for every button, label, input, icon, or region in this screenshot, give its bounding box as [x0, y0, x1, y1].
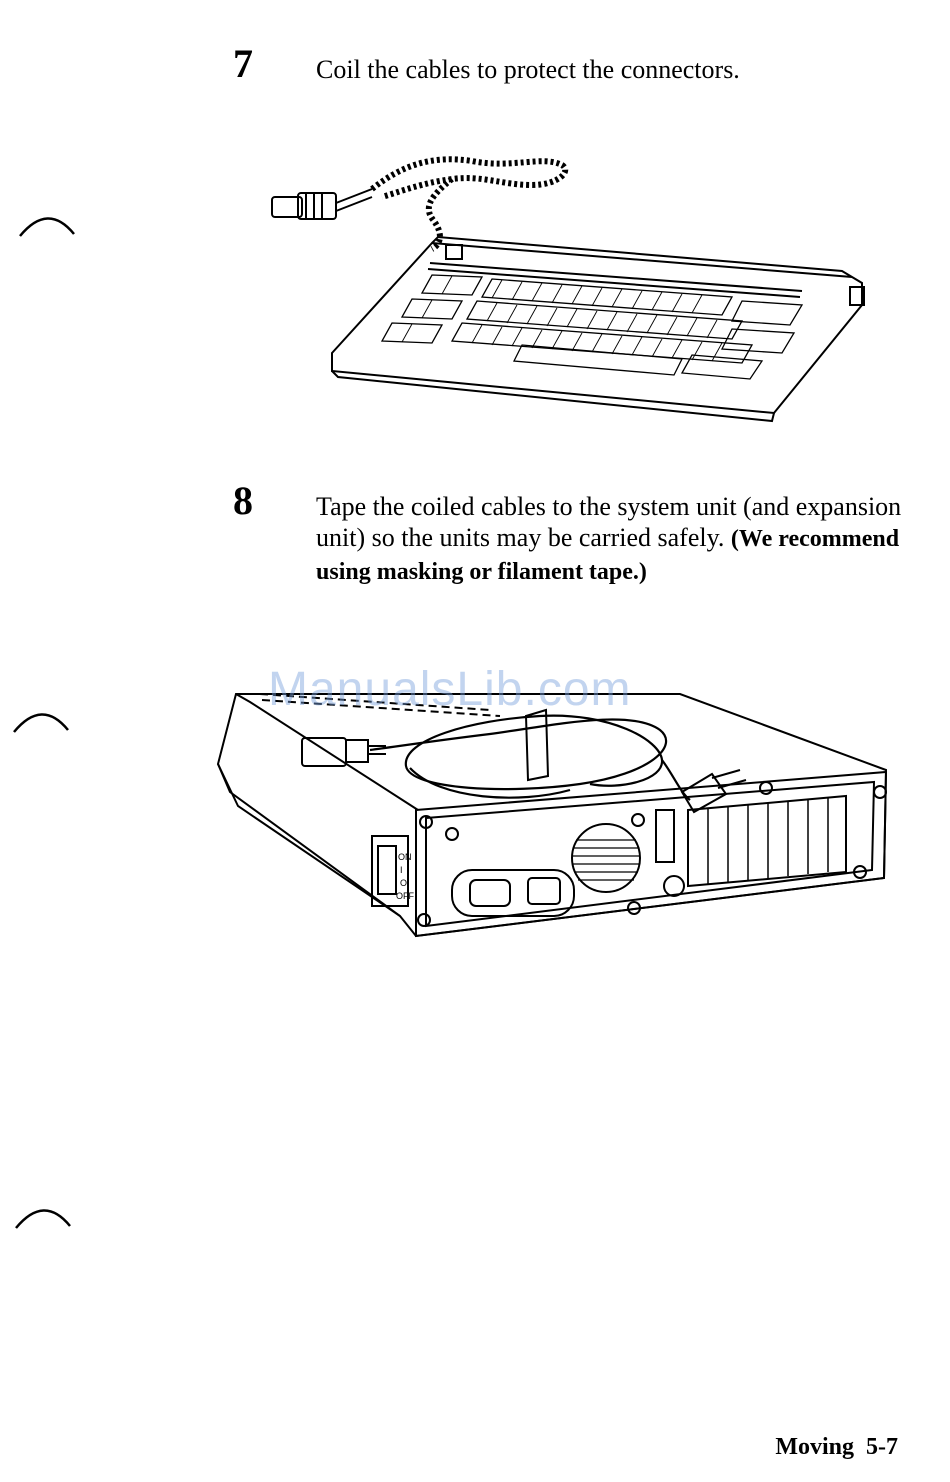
switch-label-i: I [400, 865, 403, 875]
keyboard-illustration [262, 145, 882, 435]
step-number: 7 [233, 44, 253, 84]
watermark: ManualsLib.com [268, 662, 632, 717]
switch-label-o: O [400, 878, 407, 888]
switch-label-off: OFF [396, 891, 414, 901]
keyboard-key-rows [382, 275, 802, 379]
step-number: 8 [233, 481, 253, 521]
binder-hole-mark-top [18, 210, 78, 240]
footer-section: Moving [775, 1434, 854, 1460]
system-unit-illustration: ON I O OFF [210, 680, 900, 945]
step-instruction: Tape the coiled cables to the system uni… [316, 491, 906, 588]
switch-label-on: ON [398, 852, 412, 862]
step-instruction: Coil the cables to protect the connector… [316, 54, 916, 85]
page-number: 5-7 [866, 1434, 898, 1460]
binder-hole-mark-middle [12, 706, 72, 736]
page-footer: Moving 5-7 [775, 1434, 898, 1461]
binder-hole-mark-bottom [14, 1202, 74, 1232]
